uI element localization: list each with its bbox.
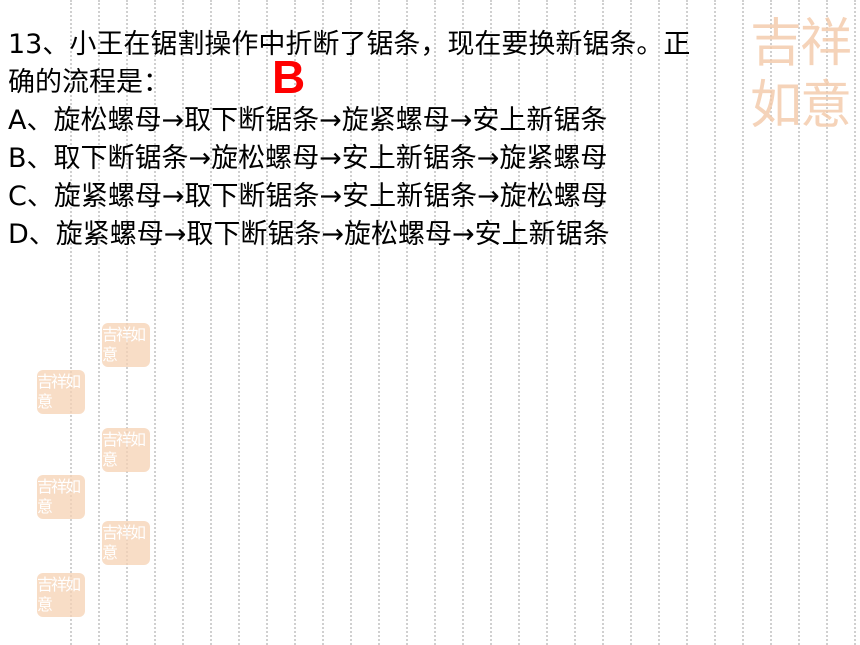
question-block: 13、小王在锯割操作中折断了锯条，现在要换新锯条。正 确的流程是： A、旋松螺母… — [8, 26, 850, 254]
seal-stamp-icon: 吉祥如意 — [102, 323, 150, 367]
seal-stamp-icon: 吉祥如意 — [37, 475, 85, 519]
seal-text: 吉祥如意 — [37, 477, 81, 516]
option-c: C、旋紧螺母→取下断锯条→安上新锯条→旋松螺母 — [8, 181, 608, 212]
seal-stamp-icon: 吉祥如意 — [102, 521, 150, 565]
seal-stamp-icon: 吉祥如意 — [37, 370, 85, 414]
corner-seal-text: 吉祥如意 — [750, 14, 852, 136]
option-d: D、旋紧螺母→取下断锯条→旋松螺母→安上新锯条 — [8, 219, 610, 250]
seal-stamp-icon: 吉祥如意 — [37, 573, 85, 617]
corner-seal-decoration: 吉祥如意 — [750, 0, 860, 150]
seal-text: 吉祥如意 — [37, 575, 81, 614]
answer-label: B — [272, 51, 306, 103]
option-a: A、旋松螺母→取下断锯条→旋紧螺母→安上新锯条 — [8, 105, 608, 136]
seal-text: 吉祥如意 — [37, 372, 81, 411]
question-text-line-1: 13、小王在锯割操作中折断了锯条，现在要换新锯条。正 — [8, 29, 691, 60]
seal-text: 吉祥如意 — [102, 325, 146, 364]
question-text-line-2: 确的流程是： — [8, 67, 170, 98]
seal-stamp-icon: 吉祥如意 — [102, 428, 150, 472]
option-b: B、取下断锯条→旋松螺母→安上新锯条→旋紧螺母 — [8, 143, 608, 174]
seal-text: 吉祥如意 — [102, 523, 146, 562]
seal-text: 吉祥如意 — [102, 430, 146, 469]
